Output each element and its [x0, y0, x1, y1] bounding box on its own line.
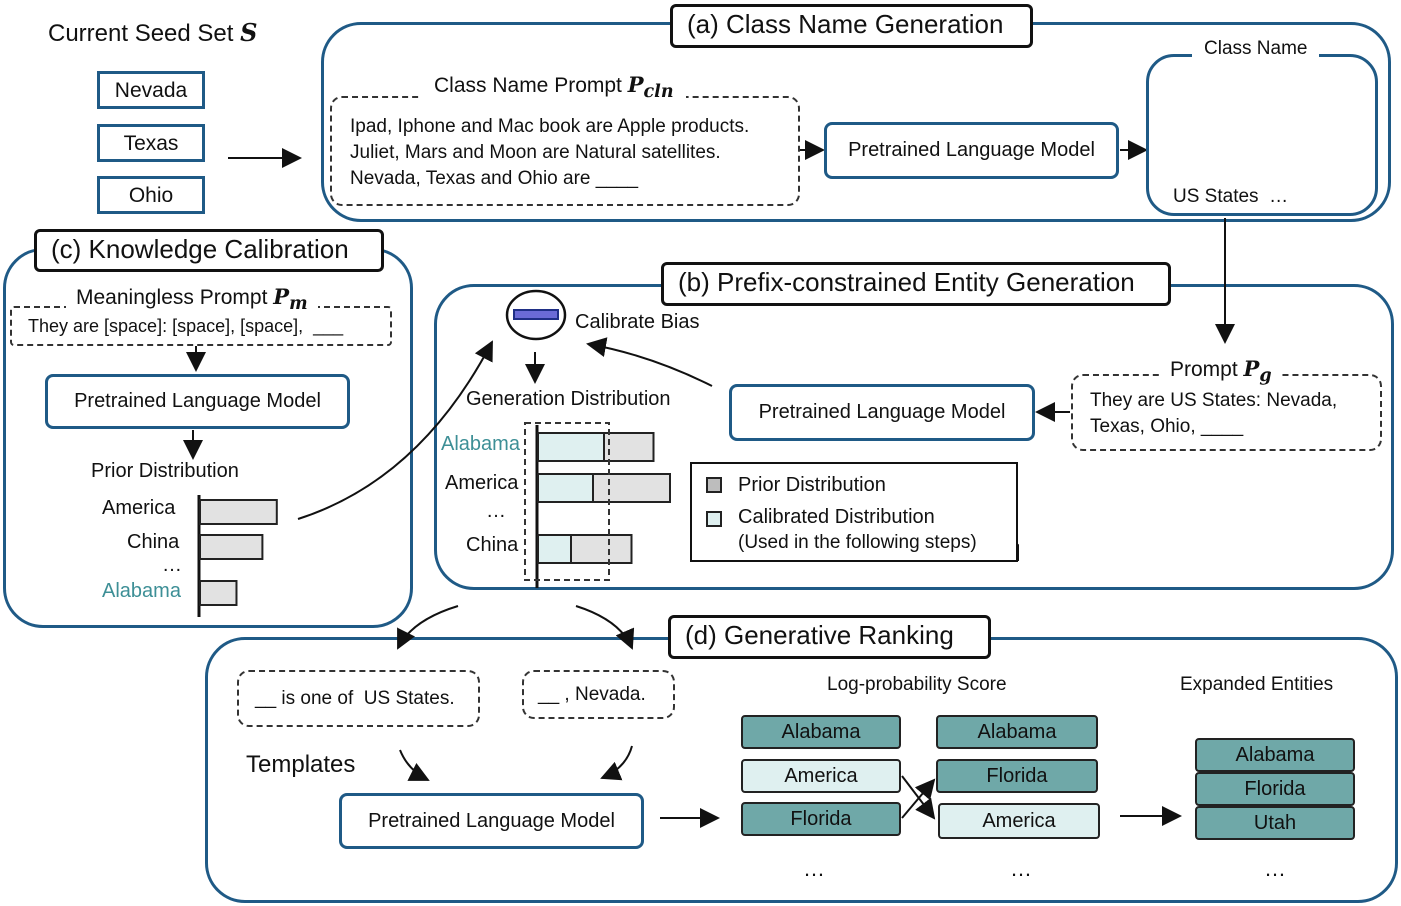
score-col2-america: America: [938, 803, 1100, 839]
prior-bar-alabama: [199, 580, 238, 606]
distribution-legend: [690, 462, 1018, 562]
score-col2-ellipsis: …: [1010, 856, 1032, 881]
prior-distribution-bars: [199, 499, 278, 606]
seed-item-texas: Texas: [97, 124, 205, 162]
seed-set-title: Current Seed Set S: [48, 18, 258, 47]
gen-label-ellipsis: …: [486, 500, 506, 522]
expanded-utah: Utah: [1195, 806, 1355, 840]
prior-label-ellipsis: …: [162, 554, 182, 576]
class-name-prompt-title: Class Name Prompt Pcln: [422, 72, 686, 103]
pretrained-language-model-d: Pretrained Language Model: [339, 793, 644, 849]
gen-prior-bar-america: [592, 473, 671, 503]
calibrate-bias-icon: [505, 289, 567, 341]
seed-item-nevada: Nevada: [97, 71, 205, 109]
template-text-1: __ is one of US States.: [255, 688, 455, 709]
expanded-entities-title: Expanded Entities: [1180, 674, 1334, 695]
prior-distribution-title: Prior Distribution: [91, 460, 239, 482]
legend-calibrated-label: Calibrated Distribution: [738, 506, 935, 528]
title-entity-generation: (b) Prefix-constrained Entity Generation: [661, 262, 1171, 306]
prior-bar-america: [199, 499, 278, 525]
generation-distribution-bars: [537, 432, 671, 564]
score-col1-ellipsis: …: [803, 856, 825, 881]
class-name-label: US States …: [1173, 186, 1289, 207]
score-col1-alabama: Alabama: [741, 715, 901, 749]
calibrate-bias-label: Calibrate Bias: [575, 311, 700, 333]
legend-prior-swatch: [706, 477, 722, 493]
prompt-g-title: Prompt Pg: [1160, 356, 1282, 387]
prompt-g-line-2: Texas, Ohio, ____: [1090, 416, 1244, 437]
seed-set-symbol: S: [240, 18, 258, 47]
gen-label-america: America: [445, 472, 519, 494]
prompt-g-box: [1071, 374, 1382, 451]
prompt-g-line-1: They are US States: Nevada,: [1090, 390, 1338, 411]
legend-calibrated-swatch: [706, 511, 722, 527]
class-name-prompt-line-3: Nevada, Texas and Ohio are ____: [350, 168, 639, 189]
template-text-2: __ , Nevada.: [538, 684, 646, 705]
log-probability-score-title: Log-probability Score: [827, 674, 1007, 695]
legend-calibrated-note: (Used in the following steps): [738, 532, 977, 553]
score-col1-florida: Florida: [741, 802, 901, 836]
class-name-prompt-line-2: Juliet, Mars and Moon are Natural satell…: [350, 142, 721, 163]
prior-bar-china: [199, 534, 264, 560]
gen-calibrated-bar-alabama: [537, 432, 605, 462]
gen-label-alabama: Alabama: [441, 433, 520, 455]
score-col2-florida: Florida: [936, 759, 1098, 793]
score-col1-america: America: [741, 759, 901, 793]
gen-prior-bar-alabama: [603, 432, 655, 462]
pretrained-language-model-a: Pretrained Language Model: [824, 122, 1119, 179]
title-class-name-generation: (a) Class Name Generation: [670, 4, 1033, 48]
expanded-alabama: Alabama: [1195, 738, 1355, 772]
meaningless-prompt-title: Meaningless Prompt Pm: [66, 284, 318, 315]
class-name-prompt-line-1: Ipad, Iphone and Mac book are Apple prod…: [350, 116, 750, 137]
generation-distribution-title: Generation Distribution: [466, 388, 671, 410]
templates-label: Templates: [246, 751, 356, 778]
template-box-2: [522, 670, 675, 719]
prior-label-america: America: [102, 497, 176, 519]
expanded-florida: Florida: [1195, 772, 1355, 806]
gen-prior-bar-china: [570, 534, 633, 564]
expanded-ellipsis: …: [1264, 856, 1286, 881]
class-name-title: Class Name: [1192, 38, 1320, 60]
legend-prior-label: Prior Distribution: [738, 474, 886, 496]
gen-calibrated-bar-america: [537, 473, 594, 503]
prior-label-china: China: [127, 531, 180, 553]
gen-calibrated-bar-china: [537, 534, 572, 564]
prior-label-alabama: Alabama: [102, 580, 181, 602]
class-name-prompt-box: [330, 96, 800, 206]
template-box-1: [237, 670, 480, 727]
pretrained-language-model-b: Pretrained Language Model: [729, 384, 1035, 441]
seed-item-ohio: Ohio: [97, 176, 205, 214]
meaningless-prompt-text: They are [space]: [space], [space], ___: [28, 316, 344, 336]
title-generative-ranking: (d) Generative Ranking: [668, 615, 991, 659]
score-col2-alabama: Alabama: [936, 715, 1098, 749]
gen-label-china: China: [466, 534, 519, 556]
title-knowledge-calibration: (c) Knowledge Calibration: [34, 229, 384, 272]
pretrained-language-model-c: Pretrained Language Model: [45, 374, 350, 429]
